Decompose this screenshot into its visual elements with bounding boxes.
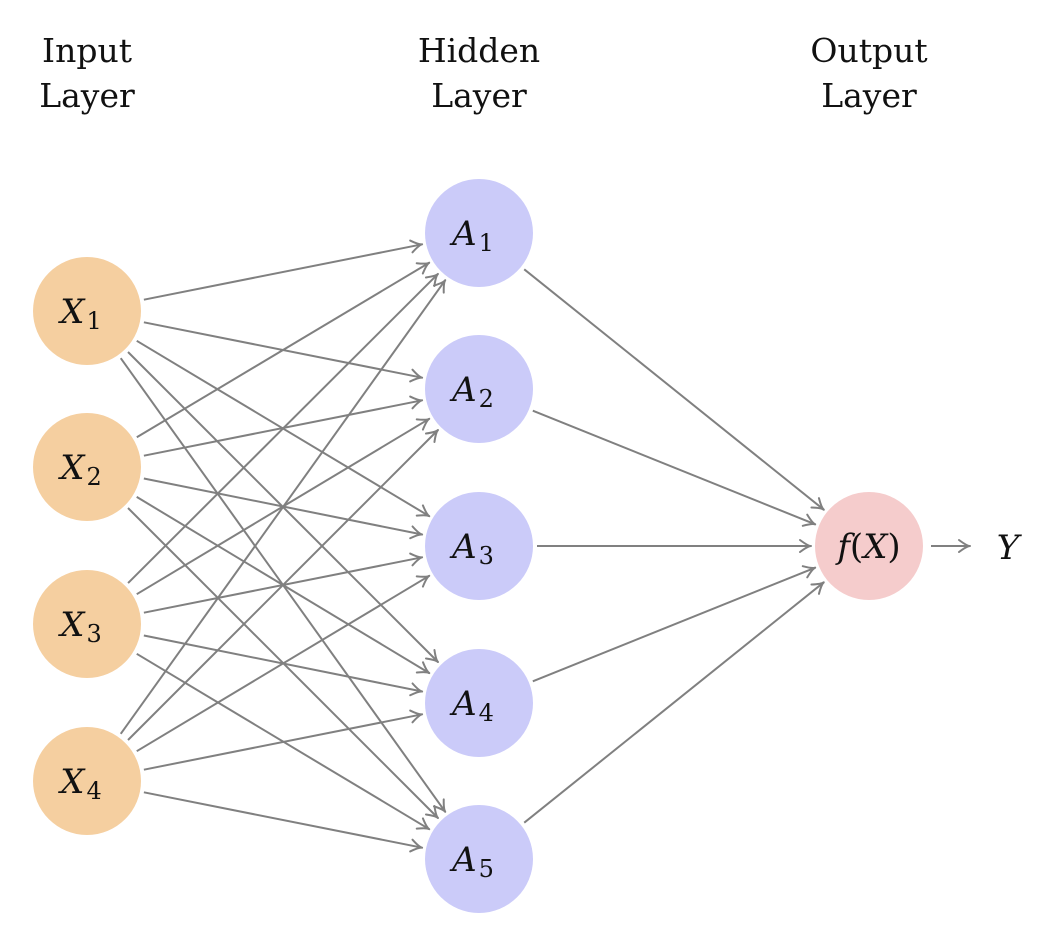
output-layer-title-line2: Layer: [821, 76, 917, 115]
node-X4: X4: [33, 727, 141, 835]
edge-X4-A1: [119, 279, 447, 735]
edge-X2-A3-arrowhead: [409, 525, 424, 540]
output-layer-title-line1: Output: [810, 31, 927, 70]
node-label-A2: A2: [449, 370, 494, 413]
node-label-A3: A3: [449, 527, 494, 570]
edges: [119, 239, 971, 853]
edge-X3-A5-arrowhead: [415, 817, 431, 831]
edge-X2-A2-arrowhead: [409, 395, 424, 410]
node-X3: X3: [33, 570, 141, 678]
edge-X4-A5: [143, 791, 423, 849]
node-circle-X4: [33, 727, 141, 835]
node-circle-A4: [425, 649, 533, 757]
edge-X4-A4: [143, 713, 423, 771]
node-A2: A2: [425, 335, 533, 443]
edge-X2-A1-arrowhead: [415, 261, 431, 275]
node-label-A1: A1: [449, 214, 494, 257]
node-label-X3: X3: [57, 605, 102, 648]
edge-X4-A1-arrowhead: [432, 279, 447, 294]
edge-A3-fX-arrowhead: [799, 539, 812, 553]
edge-X1-A2-arrowhead: [409, 368, 424, 383]
node-circle-X2: [33, 413, 141, 521]
edge-X2-A4-arrowhead: [415, 661, 431, 675]
node-label-X2: X2: [57, 448, 102, 491]
edge-A2-fX: [532, 409, 816, 526]
edge-X4-A3: [136, 574, 430, 753]
edge-X1-A1-arrowhead: [409, 239, 424, 254]
node-label-X4: X4: [57, 762, 102, 805]
hidden-layer-title-line1: Hidden: [418, 31, 540, 70]
hidden-layer-title-line2: Layer: [431, 76, 527, 115]
node-label-A4: A4: [449, 684, 494, 727]
node-circle-A3: [425, 492, 533, 600]
input-layer-title-line2: Layer: [39, 76, 135, 115]
node-circle-A2: [425, 335, 533, 443]
edge-X4-A4-arrowhead: [409, 709, 424, 724]
edge-A2-fX-arrowhead: [801, 513, 817, 527]
edge-X1-A1: [143, 243, 423, 301]
edge-A5-fX: [523, 581, 825, 824]
edge-X3-A3-arrowhead: [409, 552, 424, 567]
node-X1: X1: [33, 257, 141, 365]
edge-A5-fX-arrowhead: [810, 581, 825, 595]
node-X2: X2: [33, 413, 141, 521]
input-layer-title-line1: Input: [42, 31, 132, 70]
edge-X3-A4-arrowhead: [409, 682, 424, 697]
edge-X2-A5-arrowhead: [424, 804, 439, 819]
edge-X4-A3-arrowhead: [415, 574, 431, 588]
node-label-A5: A5: [449, 840, 494, 883]
node-A4: A4: [425, 649, 533, 757]
node-circle-fX: [815, 492, 923, 600]
node-circle-A1: [425, 179, 533, 287]
edge-X3-A1: [127, 273, 439, 584]
edge-A1-fX-arrowhead: [810, 497, 825, 511]
node-label-X1: X1: [57, 292, 102, 335]
node-A3: A3: [425, 492, 533, 600]
edge-X4-A2-arrowhead: [424, 429, 439, 444]
node-circle-X3: [33, 570, 141, 678]
node-circle-A5: [425, 805, 533, 913]
edge-X1-A4-arrowhead: [424, 648, 439, 663]
edge-X4-A5-arrowhead: [409, 838, 424, 853]
edge-X3-A1-arrowhead: [424, 272, 439, 287]
edge-X3-A2-arrowhead: [415, 417, 431, 431]
edge-output-to-y-arrowhead: [958, 539, 971, 553]
node-A1: A1: [425, 179, 533, 287]
edge-A4-fX: [532, 566, 816, 683]
edge-A1-fX: [523, 268, 825, 511]
final-output-label: Y: [997, 528, 1023, 568]
edge-X2-A1: [136, 261, 430, 439]
node-label-fX: f(X): [834, 527, 900, 567]
node-A5: A5: [425, 805, 533, 913]
node-fX: f(X): [815, 492, 923, 600]
node-circle-X1: [33, 257, 141, 365]
edge-X1-A5-arrowhead: [432, 798, 447, 813]
edge-X4-A2: [127, 429, 439, 741]
edge-A4-fX-arrowhead: [801, 565, 817, 579]
edge-X1-A3-arrowhead: [415, 504, 431, 518]
